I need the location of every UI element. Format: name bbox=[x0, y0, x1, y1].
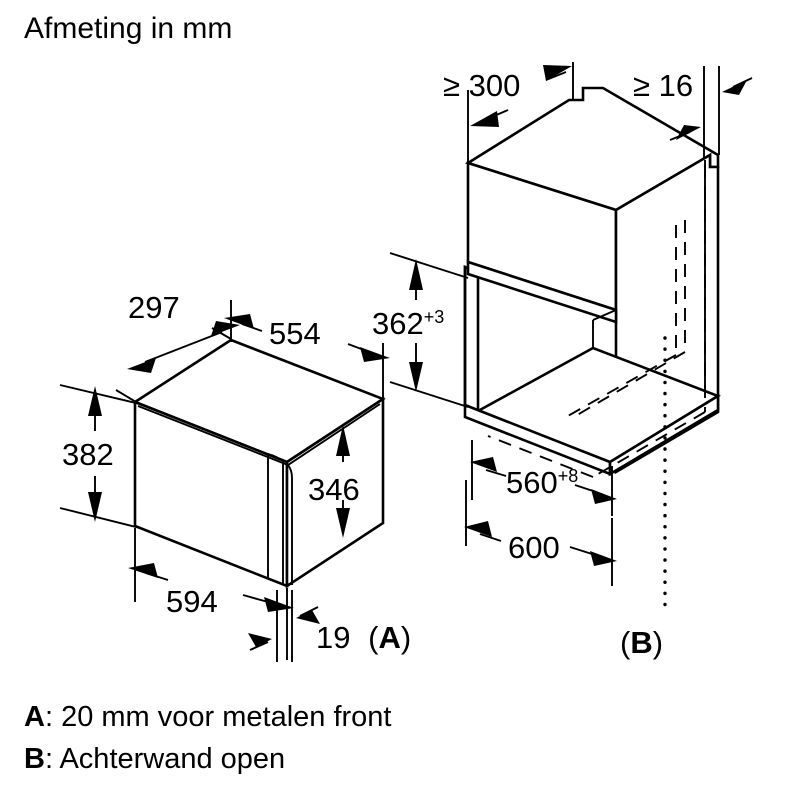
dimension-19A-arrow-right bbox=[296, 610, 320, 624]
dimension-560: 560+8 bbox=[470, 440, 617, 516]
cabinet-figure: ≥ 300 ≥ 16 362+3 bbox=[372, 62, 753, 660]
dimension-594-arrow-end bbox=[264, 597, 294, 612]
appliance-right-face bbox=[285, 396, 385, 589]
dimension-594-arrow-start bbox=[128, 563, 158, 578]
cabinet-left-front-stile bbox=[463, 264, 480, 414]
dimension-362-tolerance: +3 bbox=[424, 307, 445, 327]
footnote-b-ref: B bbox=[24, 743, 45, 775]
dimension-560-leader-left bbox=[485, 469, 507, 477]
dimension-560-value: 560 bbox=[506, 465, 558, 500]
dimension-min-16: ≥ 16 bbox=[633, 66, 753, 158]
dimension-560-tolerance: +8 bbox=[558, 466, 579, 486]
cabinet-niche-soffit bbox=[466, 260, 618, 324]
dimension-300-arrow-right bbox=[543, 65, 572, 81]
footnote-b-text: Achterwand open bbox=[59, 743, 285, 775]
back-wall-callout-ref: B bbox=[630, 625, 652, 660]
dimension-300-arrow-left bbox=[470, 111, 499, 127]
dimension-554: 554 bbox=[224, 300, 390, 400]
dimension-362-arrow-top bbox=[409, 259, 423, 290]
dimension-297-arrow-start bbox=[127, 358, 156, 373]
dimension-346-arrow-bottom bbox=[336, 508, 350, 538]
dimension-554-arrow-end bbox=[360, 347, 390, 362]
dimension-362-arrow-bottom bbox=[409, 362, 423, 392]
dimension-554-arrow-start bbox=[224, 314, 254, 329]
cabinet-interior-back-top bbox=[592, 309, 617, 321]
dimension-600-leader-right bbox=[569, 546, 593, 555]
dimension-594-line-right bbox=[242, 594, 269, 603]
dimension-382-arrow-bottom bbox=[88, 492, 102, 522]
dimension-19A-ref: A bbox=[378, 620, 400, 655]
dimension-560-label: 560+8 bbox=[506, 465, 578, 500]
dimension-382-ext-top bbox=[59, 384, 141, 405]
dimension-16-arrow-left bbox=[676, 125, 701, 140]
dimension-382: 382 bbox=[59, 384, 141, 529]
dimension-297-ext-lower bbox=[115, 389, 137, 403]
dimension-346-arrow-top bbox=[336, 425, 350, 456]
back-wall-callout-label: (B) bbox=[620, 625, 663, 660]
dimension-362-ext-top bbox=[389, 252, 469, 279]
dimension-594-label: 594 bbox=[166, 584, 218, 619]
dimension-16-label: ≥ 16 bbox=[633, 68, 693, 103]
footnote-a-sep: : bbox=[45, 701, 61, 733]
dimension-min-300: ≥ 300 bbox=[443, 62, 574, 163]
dimension-560-arrow-right bbox=[591, 489, 617, 504]
dimension-297-line bbox=[144, 331, 223, 363]
dimension-19A-arrow-left bbox=[248, 633, 272, 647]
footnote-b-sep: : bbox=[45, 743, 60, 775]
dimension-19A-value: 19 bbox=[316, 620, 350, 655]
dimension-382-arrow-top bbox=[88, 386, 102, 416]
footnote-b: B: Achterwand open bbox=[24, 743, 285, 775]
footnote-a: A: 20 mm voor metalen front bbox=[24, 701, 392, 733]
footnotes: A: 20 mm voor metalen front B: Achterwan… bbox=[24, 701, 392, 775]
dimension-600-label: 600 bbox=[508, 530, 560, 565]
dimension-382-ext-bottom bbox=[59, 507, 141, 529]
dimension-19A-leader-left bbox=[249, 641, 269, 651]
dimension-19A-label: 19 (A) bbox=[316, 620, 411, 655]
dimension-297-arrow-end bbox=[211, 321, 240, 336]
dimension-362-value: 362 bbox=[372, 306, 424, 341]
dimension-19-A: 19 (A) bbox=[248, 590, 411, 662]
page-title: Afmeting in mm bbox=[24, 12, 232, 45]
dimension-346-label: 346 bbox=[308, 472, 360, 507]
appliance-door-edge-inner bbox=[287, 464, 293, 585]
dimension-16-arrow-right bbox=[722, 80, 747, 95]
appliance-door-seam-top-curve bbox=[267, 453, 284, 462]
dimension-600-arrow-right bbox=[590, 551, 617, 566]
dimension-297-label: 297 bbox=[128, 290, 180, 325]
dimension-362-label: 362+3 bbox=[372, 306, 444, 341]
dimension-300-label: ≥ 300 bbox=[443, 68, 520, 103]
footnote-a-text: 20 mm voor metalen front bbox=[61, 701, 391, 733]
dimension-554-label: 554 bbox=[269, 316, 321, 351]
cabinet-hidden-base-left bbox=[487, 435, 594, 478]
dimension-382-label: 382 bbox=[62, 437, 114, 472]
dimension-600: 600 bbox=[464, 480, 617, 586]
appliance-figure: 297 554 382 bbox=[59, 290, 411, 662]
dimension-362-ext-bottom bbox=[389, 381, 469, 408]
dimension-560-arrow-left bbox=[470, 457, 497, 472]
dimension-600-arrow-left bbox=[464, 521, 492, 537]
dimension-362: 362+3 bbox=[372, 252, 469, 408]
dimension-594: 594 bbox=[128, 528, 294, 660]
dimension-346: 346 bbox=[308, 425, 360, 538]
dimension-297: 297 bbox=[115, 290, 240, 403]
footnote-a-ref: A bbox=[24, 701, 45, 733]
dimension-600-leader-left bbox=[479, 533, 502, 542]
